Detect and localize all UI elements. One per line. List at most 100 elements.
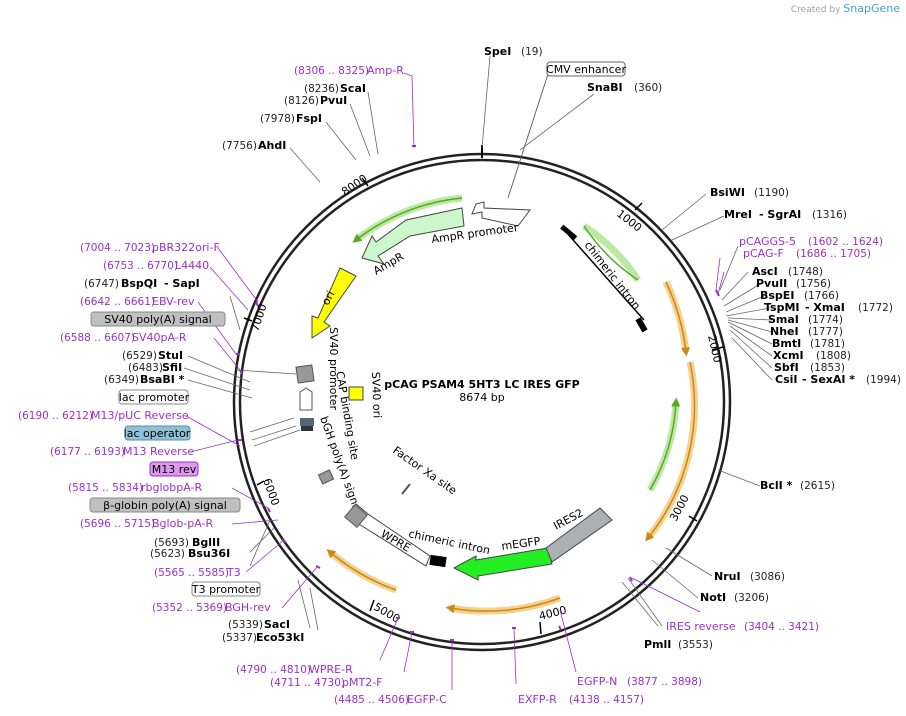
- site-sfii-pos: (6483): [128, 362, 163, 374]
- primer-bglob-pa-r: Bglob-pA-R: [152, 517, 214, 530]
- ampr-promoter-feature[interactable]: [471, 201, 531, 227]
- ring-ticks: [243, 145, 724, 635]
- cmv-enhancer-label: CMV enhancer: [546, 63, 626, 76]
- sv40-polya-box: [90, 311, 226, 327]
- lac-operator-box: [124, 425, 191, 441]
- t3-promoter-box: [191, 581, 261, 597]
- orf-arrow-right: [662, 280, 690, 353]
- orf-arrow-bottom-left: [327, 549, 398, 594]
- sv40-ori-feature[interactable]: [348, 386, 364, 401]
- primer-pmt2-f: pMT2-F: [342, 676, 383, 689]
- lac-promoter-box: [118, 389, 189, 405]
- chimeric-intron-top-end: [635, 317, 648, 333]
- site-sfii: SfiI: [162, 361, 182, 374]
- plasmid-length: 8674 bp: [459, 391, 504, 404]
- primer-ires-reverse-pos: (3404 .. 3421): [744, 621, 819, 633]
- site-smai: SmaI: [768, 313, 799, 326]
- site-bsu36i-pos: (5623): [150, 548, 185, 560]
- plasmid-name: pCAG PSAM4 5HT3 LC IRES GFP: [384, 378, 579, 391]
- primer-l4440-pos: (6753 .. 6770): [103, 260, 178, 272]
- site-sbfi: SbfI: [774, 361, 799, 374]
- primer-egfp-c-pos: (4485 .. 4506): [334, 694, 409, 706]
- green-arrow-mid: [646, 401, 680, 492]
- site-sgrai: - SgrAI: [759, 208, 801, 221]
- primer-m13-puc-reverse-pos: (6190 .. 6212): [18, 410, 93, 422]
- tick-label-2000: 2000: [705, 334, 724, 364]
- lac-promoter-label: lac promoter: [119, 391, 190, 404]
- site-smai-pos: (1774): [808, 314, 843, 326]
- site-stui: StuI: [158, 349, 183, 362]
- chimeric-intron-top-line: [565, 231, 645, 321]
- chimeric-intron-bottom-mark: [429, 554, 447, 568]
- primer-pmt2-f-pos: (4711 .. 4730): [270, 677, 345, 689]
- site-asci-pos: (1748): [788, 266, 823, 278]
- site-tspmi-pos: (1772): [858, 302, 893, 314]
- site-ahdi: AhdI: [258, 139, 286, 152]
- megfp-feature[interactable]: [452, 547, 553, 581]
- primer-amp-r: Amp-R: [367, 64, 404, 77]
- orf-arrow-bottom-core: [445, 597, 561, 614]
- site-eco53ki-pos: (5337): [222, 632, 257, 644]
- primer-t3: T3: [226, 566, 241, 579]
- ampr-feature[interactable]: [361, 207, 465, 265]
- site-nhei-pos: (1777): [808, 326, 843, 338]
- site-nhei: NheI: [770, 325, 799, 338]
- sv40-polya-label: SV40 poly(A) signal: [104, 313, 211, 326]
- wpre-grey-block: [344, 504, 368, 528]
- primer-egfp-c: EGFP-C: [407, 693, 447, 706]
- beta-globin-polya-label: β-globin poly(A) signal: [103, 499, 227, 512]
- bgh-polya-label: bGH poly(A) signal: [317, 415, 364, 516]
- primer-sv40pa-r-pos: (6588 .. 6607): [60, 332, 135, 344]
- site-sapi: - SapI: [164, 277, 200, 290]
- sv40-promoter-arrow[interactable]: [299, 387, 313, 411]
- primer-pcaggs-5-pos: (1602 .. 1624): [808, 236, 883, 248]
- ori-feature[interactable]: [311, 267, 357, 339]
- factor-xa-mark: [401, 483, 411, 495]
- primer-ticks: [236, 145, 720, 641]
- snapgene-logo: SnapGene: [843, 2, 900, 15]
- site-asci: AscI: [752, 265, 778, 278]
- sv40-promoter-box[interactable]: [295, 364, 315, 384]
- primer-ebv-rev: EBV-rev: [152, 295, 195, 308]
- site-fspi: FspI: [296, 112, 322, 125]
- site-csii-pos: (1994): [866, 374, 901, 386]
- primer-bgh-rev-pos: (5352 .. 5369): [152, 602, 227, 614]
- site-csii: CsiI: [775, 373, 797, 386]
- primer-exfp-r-pos: (4138 .. 4157): [569, 694, 644, 706]
- site-xcmi: XcmI: [773, 349, 804, 362]
- site-bcli-pos: (2615): [800, 480, 835, 492]
- ires2-feature[interactable]: [545, 507, 613, 563]
- primer-l4440: L4440: [175, 259, 209, 272]
- primer-pbr322ori-f: pBR322ori-F: [152, 241, 220, 254]
- site-pvui-pos: (8126): [284, 95, 319, 107]
- primer-rbglobpa-r-pos: (5815 .. 5834): [68, 482, 143, 494]
- site-bsabi-pos: (6349): [104, 374, 139, 386]
- site-bcli: BclI *: [760, 479, 793, 492]
- primer-egfp-n: EGFP-N: [577, 675, 617, 688]
- orf-arrow-right-core: [665, 281, 690, 357]
- site-tspmi: TspMI: [764, 301, 800, 314]
- primer-m13-reverse-pos: (6177 .. 6193): [50, 446, 125, 458]
- site-xcmi-pos: (1808): [816, 350, 851, 362]
- snapgene-credit: Created by SnapGene: [790, 2, 900, 15]
- cmv-enhancer-box: [546, 61, 626, 77]
- site-nrui: NruI: [714, 570, 741, 583]
- primer-pcag-f-pos: (1686 .. 1705): [796, 248, 871, 260]
- primer-ires-reverse: IRES reverse: [666, 620, 736, 633]
- primer-wpre-r-pos: (4790 .. 4810): [236, 664, 311, 676]
- site-eco53ki: Eco53kI: [256, 631, 304, 644]
- primer-egfp-n-pos: (3877 .. 3898): [627, 676, 702, 688]
- megfp-label: mEGFP: [501, 535, 542, 553]
- primer-m13-puc-reverse: M13/pUC Reverse: [91, 409, 189, 422]
- green-arrow-right: [582, 223, 641, 282]
- bgh-polya-box[interactable]: [317, 469, 335, 485]
- tick-label-5000: 5000: [372, 600, 403, 625]
- cap-binding-box: [300, 418, 314, 426]
- site-snabi: SnaBI: [587, 81, 623, 94]
- site-bmti: BmtI: [772, 337, 801, 350]
- lac-operator-mark: [301, 426, 313, 431]
- site-ahdi-pos: (7756): [222, 140, 257, 152]
- site-xmai: - XmaI: [805, 301, 845, 314]
- m13-rev-label: M13 rev: [152, 463, 197, 476]
